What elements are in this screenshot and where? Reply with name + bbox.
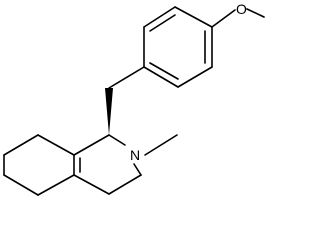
bond-n-c3	[133, 163, 142, 176]
bond-benzene-double-1	[149, 14, 176, 32]
atom-label-oxygen: O	[236, 1, 247, 17]
bond-c8a-c8	[37, 134, 75, 156]
bonds	[3, 6, 265, 196]
bond-benzene-1	[174, 6, 213, 28]
bond-benzene-double-2	[149, 62, 179, 80]
bond-n-methyl	[144, 134, 178, 156]
bond-benzene-5	[177, 66, 213, 88]
bond-methyl-o	[246, 8, 265, 18]
bond-benzene-2	[143, 6, 176, 28]
bond-aryl-ch2	[108, 66, 145, 89]
bond-c3-c4	[108, 174, 142, 195]
bond-benzene-4	[143, 66, 179, 88]
bond-c1-n	[108, 134, 126, 146]
stereo-wedge-bond	[105, 88, 113, 135]
bond-c5-c4a	[37, 174, 75, 196]
bond-c1-c8a	[73, 134, 110, 156]
bond-c4-c4a	[73, 174, 110, 195]
bond-c8-c7	[3, 134, 39, 156]
chemical-structure-diagram: O N	[3, 1, 265, 196]
bond-c6-c5	[3, 174, 39, 196]
atom-label-nitrogen: N	[130, 147, 140, 163]
bond-o-aryl	[211, 9, 236, 28]
